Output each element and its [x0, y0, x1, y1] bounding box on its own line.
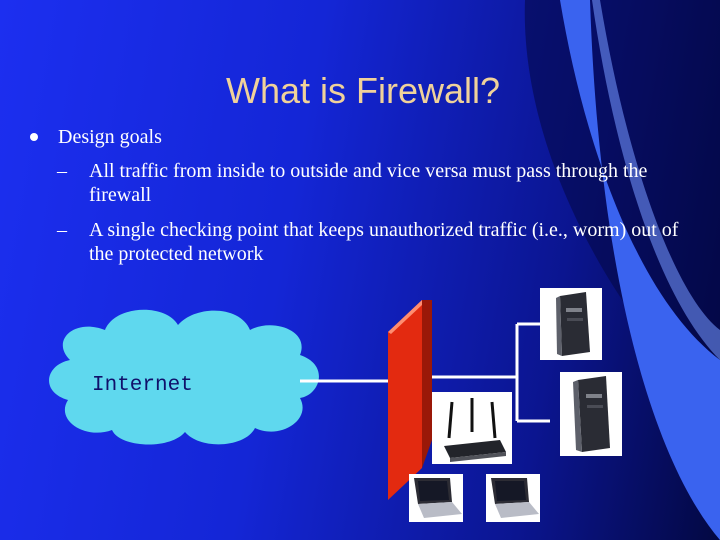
- dash-icon: –: [57, 160, 67, 182]
- bullet-text: Design goals: [58, 126, 162, 148]
- firewall-icon: [388, 300, 432, 500]
- subbullet-text: All traffic from inside to outside and v…: [89, 160, 648, 206]
- laptop-icon: [486, 474, 540, 522]
- internet-label: Internet: [92, 374, 193, 397]
- bullet-dot-icon: [30, 133, 38, 141]
- router-icon: [432, 392, 512, 464]
- slide-title: What is Firewall?: [225, 70, 501, 111]
- dash-icon: –: [57, 219, 67, 241]
- subbullet-text: A single checking point that keeps unaut…: [89, 219, 679, 265]
- laptop-icon: [409, 474, 463, 522]
- cloud-icon: [49, 309, 319, 445]
- server-icon: [540, 288, 602, 360]
- connection-lines: [300, 322, 550, 423]
- server-icon: [560, 372, 622, 456]
